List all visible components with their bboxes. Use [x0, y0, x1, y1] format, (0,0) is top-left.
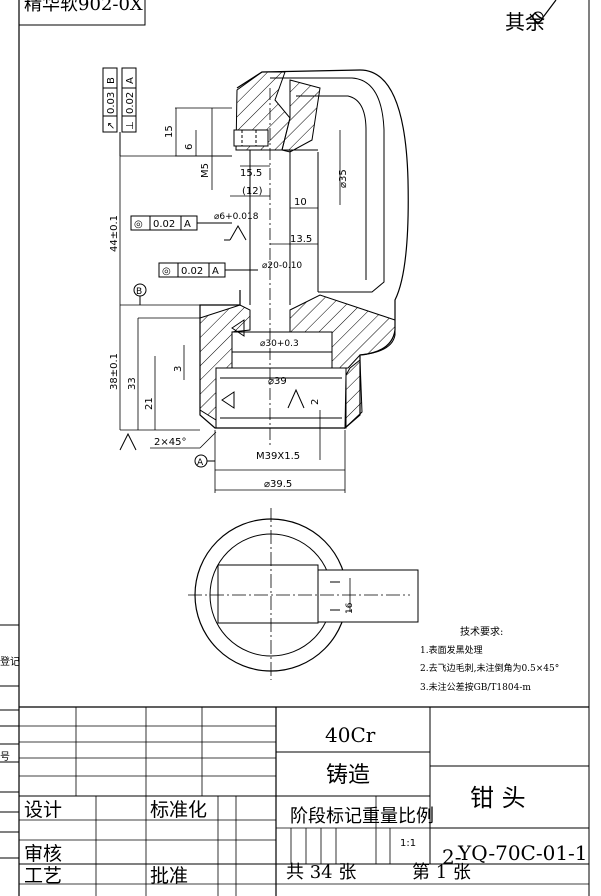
scale-label: 比例 — [398, 806, 434, 827]
stage-label: 阶段标记 — [290, 806, 362, 827]
part-name: 钳 头 — [470, 784, 526, 812]
tech-req-item-3: 3.未注公差按GB/T1804-m — [420, 681, 531, 693]
runout-value: 0.03 — [106, 92, 117, 114]
sheet-number: 第 1 张 — [412, 862, 471, 883]
dimension-texts: 15 6 M5 15.5 (12) 10 ⌀6+0.018 13.5 ⌀20-0… — [109, 125, 349, 490]
part-section-view — [199, 69, 409, 445]
dim-15-5: 15.5 — [240, 168, 262, 179]
dimension-lines — [119, 107, 346, 493]
dim-dia-39-5: ⌀39.5 — [264, 479, 292, 490]
tech-req-item-2: 2.去飞边毛刺,未注倒角为0.5×45° — [420, 662, 559, 674]
dim-6: 6 — [184, 144, 195, 150]
runout-tolerance-frame: ↗ 0.03 B — [102, 67, 118, 133]
drawing-number-prefix: 2- — [442, 845, 461, 869]
process-label: 工艺 — [24, 865, 62, 887]
left-margin-grid — [0, 624, 19, 859]
dim-16: 16 — [345, 602, 355, 614]
concentric-symbol-icon: ◎ — [134, 219, 143, 230]
approve-label: 批准 — [150, 865, 188, 887]
design-label: 设计 — [24, 799, 62, 821]
surface-finish-rest: 其余 — [505, 0, 557, 34]
perpendicular-datum: A — [125, 77, 136, 84]
runout-symbol-icon: ↗ — [106, 122, 117, 130]
concentric-datum-1: A — [184, 219, 191, 230]
tech-req-item-1: 1.表面发黑处理 — [420, 644, 483, 656]
dim-chamfer: 2×45° — [154, 437, 186, 448]
scale-value: 1:1 — [400, 838, 416, 849]
process: 铸造 — [326, 763, 370, 788]
dim-m5: M5 — [200, 163, 211, 178]
datum-b-marker: B — [133, 283, 147, 305]
weight-label: 重量 — [362, 806, 398, 827]
concentric-tolerance-frame-1: ◎ 0.02 A — [130, 215, 232, 231]
dim-2: 2 — [310, 399, 321, 405]
stamp-text: 精华软902-0X — [24, 0, 143, 15]
dim-3: 3 — [173, 366, 184, 372]
technical-requirements: 技术要求: 1.表面发黑处理 2.去飞边毛刺,未注倒角为0.5×45° 3.未注… — [420, 625, 559, 693]
concentric-symbol-icon-2: ◎ — [162, 266, 171, 277]
dim-21: 21 — [144, 397, 155, 410]
concentric-datum-2: A — [212, 266, 219, 277]
dim-12: (12) — [242, 186, 263, 197]
top-left-stamp: 精华软902-0X — [18, 0, 146, 26]
dim-10: 10 — [294, 197, 307, 208]
total-sheets: 共 34 张 — [286, 862, 356, 883]
dim-dia-35: ⌀35 — [338, 169, 349, 188]
dim-44: 44±0.1 — [109, 215, 120, 252]
roughness-icon — [229, 224, 247, 241]
dim-dia-30: ⌀30+0.3 — [260, 339, 299, 349]
perpendicular-symbol-icon: ⊥ — [125, 121, 136, 130]
dim-33: 33 — [127, 377, 138, 390]
material: 40Cr — [325, 723, 376, 747]
dim-13-5: 13.5 — [290, 234, 312, 245]
dim-38: 38±0.1 — [109, 353, 120, 390]
drawing-number: YQ-70C-01-1 — [457, 841, 588, 865]
concentric-tolerance-frame-2: ◎ 0.02 A — [158, 262, 258, 278]
datum-b-label: B — [136, 287, 142, 297]
roughness-marks — [119, 224, 305, 451]
title-block-text: 40Cr 铸造 钳 头 阶段标记 重量 比例 1:1 共 34 张 第 1 张 … — [24, 723, 588, 887]
margin-label-2: 号 — [0, 751, 10, 763]
dim-dia-20: ⌀20-0.10 — [262, 261, 302, 271]
perpendicular-tolerance-frame: ⊥ 0.02 A — [121, 67, 137, 133]
dim-m39: M39X1.5 — [256, 451, 300, 462]
margin-label-1: 登记 — [0, 655, 20, 668]
dim-15: 15 — [164, 125, 175, 138]
datum-a-marker: A — [194, 454, 215, 468]
standard-label: 标准化 — [150, 799, 207, 821]
concentric-value-1: 0.02 — [153, 219, 175, 230]
title-block-grid — [19, 706, 589, 896]
runout-datum: B — [106, 77, 117, 84]
perpendicular-value: 0.02 — [125, 92, 136, 114]
end-view — [188, 508, 419, 680]
dim-dia-39: ⌀39 — [268, 376, 287, 387]
tech-req-title: 技术要求: — [460, 625, 503, 638]
dim-dia-6: ⌀6+0.018 — [214, 212, 259, 222]
concentric-value-2: 0.02 — [181, 266, 203, 277]
sheet-frame — [18, 0, 590, 896]
review-label: 审核 — [24, 843, 62, 865]
datum-a-label: A — [197, 458, 204, 468]
